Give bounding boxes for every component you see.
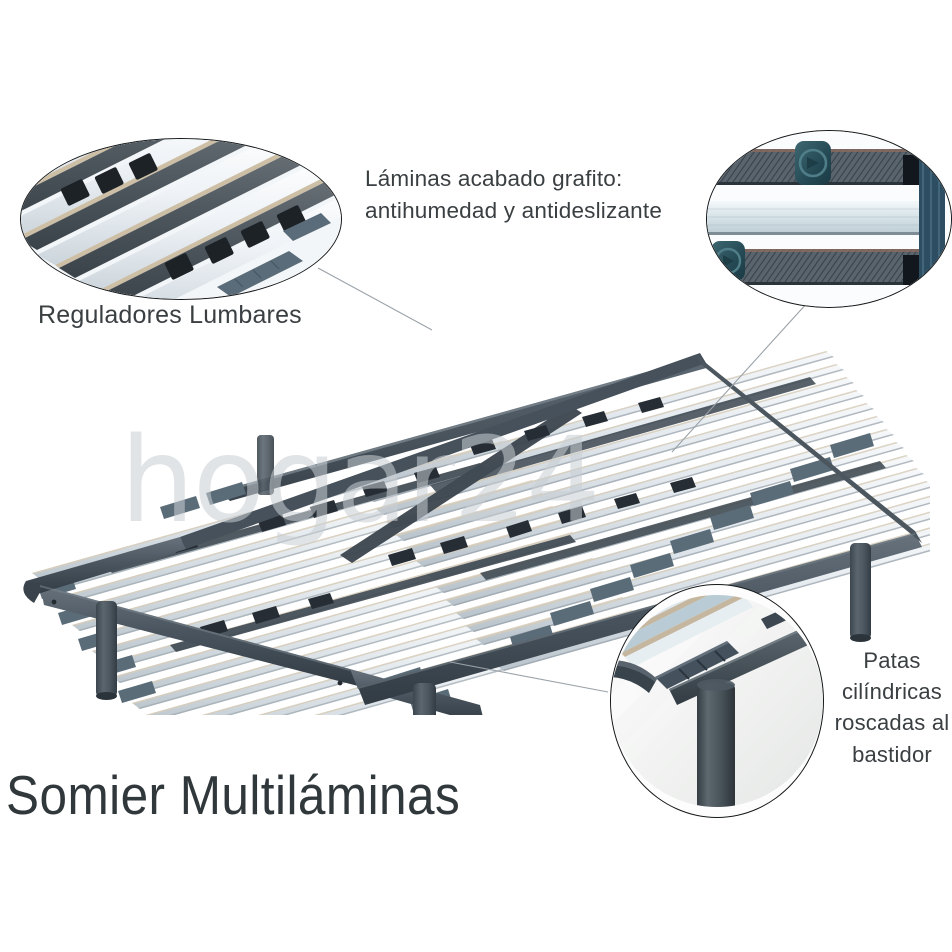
- callout-label-graphite-slats: Láminas acabado grafito: antihumedad y a…: [365, 166, 663, 223]
- callout-label-lumbar-regulators: Reguladores Lumbares: [38, 301, 302, 329]
- callout-inset-lumbar-regulators: [20, 138, 342, 300]
- callout-label-cylindrical-legs: Patas cilíndricas roscadas al bastidor: [834, 648, 950, 767]
- callout-inset-cylindrical-legs: [610, 584, 824, 818]
- product-title: Somier Multiláminas: [6, 764, 461, 826]
- callout-inset-graphite-slats: [706, 130, 952, 308]
